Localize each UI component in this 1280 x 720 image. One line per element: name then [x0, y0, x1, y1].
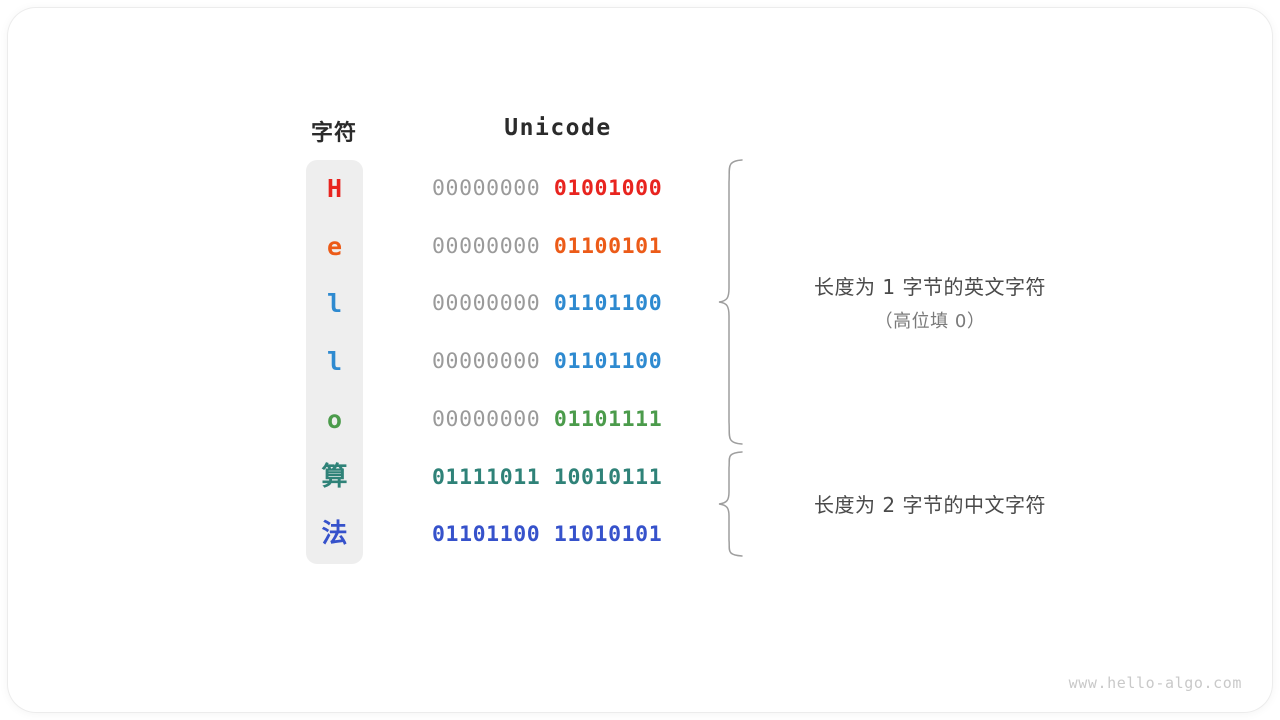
high-byte: 01101100	[432, 522, 541, 548]
low-byte: 01101111	[553, 406, 663, 432]
character-cell: 算	[321, 461, 348, 492]
low-byte: 01100101	[553, 233, 663, 259]
character-cell: l	[326, 347, 343, 377]
byte-separator	[540, 349, 554, 374]
high-byte: 00000000	[432, 291, 541, 317]
watermark: www.hello-algo.com	[1068, 674, 1242, 692]
high-byte: 00000000	[432, 406, 541, 432]
character-cell: 法	[321, 519, 348, 550]
high-byte: 01111011	[432, 464, 541, 490]
unicode-binary-row: 00000000 01101111	[432, 391, 684, 448]
unicode-binary-row: 00000000 01101100	[432, 333, 684, 390]
unicode-binary-row: 00000000 01101100	[432, 275, 684, 332]
low-byte: 01101100	[553, 291, 663, 317]
byte-separator	[540, 407, 554, 432]
byte-separator	[540, 176, 554, 201]
character-cell: e	[326, 231, 343, 261]
low-byte: 01001000	[553, 176, 663, 201]
byte-separator	[540, 234, 554, 259]
column-header-unicode: Unicode	[504, 115, 612, 141]
character-column-background	[306, 160, 363, 564]
annotation-two-byte-main: 长度为 2 字节的中文字符	[814, 493, 1046, 517]
character-cell: l	[326, 289, 343, 319]
high-byte: 00000000	[432, 176, 541, 201]
character-cell: H	[326, 174, 343, 203]
high-byte: 00000000	[432, 233, 541, 259]
figure-card	[8, 8, 1272, 712]
annotation-one-byte-main: 长度为 1 字节的英文字符	[814, 275, 1046, 299]
character-cell: o	[326, 404, 343, 434]
byte-separator	[540, 465, 554, 490]
low-byte: 10010111	[553, 464, 663, 490]
unicode-binary-row: 01111011 10010111	[432, 449, 684, 506]
byte-separator	[540, 522, 554, 547]
high-byte: 00000000	[432, 349, 541, 375]
column-header-character: 字符	[310, 120, 357, 145]
low-byte: 11010101	[553, 522, 663, 548]
annotation-one-byte-sub: （高位填 0）	[874, 311, 986, 332]
unicode-binary-row: 00000000 01001000	[432, 160, 684, 217]
low-byte: 01101100	[553, 349, 663, 375]
byte-separator	[540, 291, 554, 316]
unicode-binary-row: 00000000 01100101	[432, 218, 684, 275]
unicode-binary-row: 01101100 11010101	[432, 506, 684, 563]
